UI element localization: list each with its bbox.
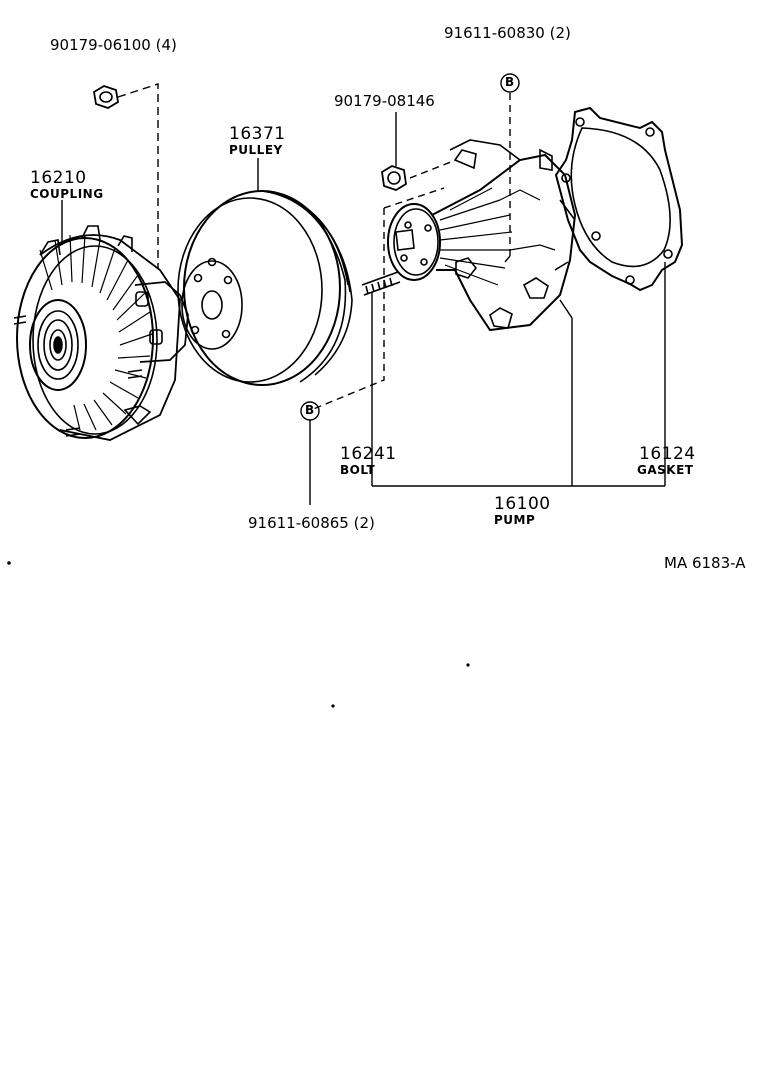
b-marker-top (500, 73, 520, 93)
figure-code: MA 6183-A (664, 554, 746, 572)
leader-lines (61, 83, 666, 505)
pump-part-name: PUMP (494, 513, 536, 527)
b-marker-top-letter: B (505, 75, 515, 89)
stud-top-part-number: 91611-60830 (2) (444, 24, 571, 42)
gasket-part-name: GASKET (637, 463, 694, 477)
nut-medium-illustration (381, 165, 407, 191)
nut-small-illustration (93, 85, 119, 109)
coupling-part-number: 16210 (30, 168, 87, 188)
pump-part-number: 16100 (494, 494, 551, 514)
pulley-part-number: 16371 (229, 124, 286, 144)
coupling-part-name: COUPLING (30, 187, 104, 201)
water-pump-illustration (387, 139, 577, 332)
pulley-illustration (177, 190, 353, 386)
b-marker-bottom-letter: B (305, 403, 315, 417)
stud-bolt-illustration (361, 271, 401, 296)
gasket-illustration (554, 106, 684, 292)
pulley-part-name: PULLEY (229, 143, 283, 157)
stud-bottom-part-number: 91611-60865 (2) (248, 514, 375, 532)
bolt-part-number: 16241 (340, 444, 397, 464)
bolt-part-name: BOLT (340, 463, 376, 477)
gasket-part-number: 16124 (639, 444, 696, 464)
fan-coupling-illustration (13, 225, 189, 441)
nut-top-part-number: 90179-06100 (4) (50, 36, 177, 54)
nut-mid-part-number: 90179-08146 (334, 92, 435, 110)
b-marker-bottom (300, 401, 320, 421)
